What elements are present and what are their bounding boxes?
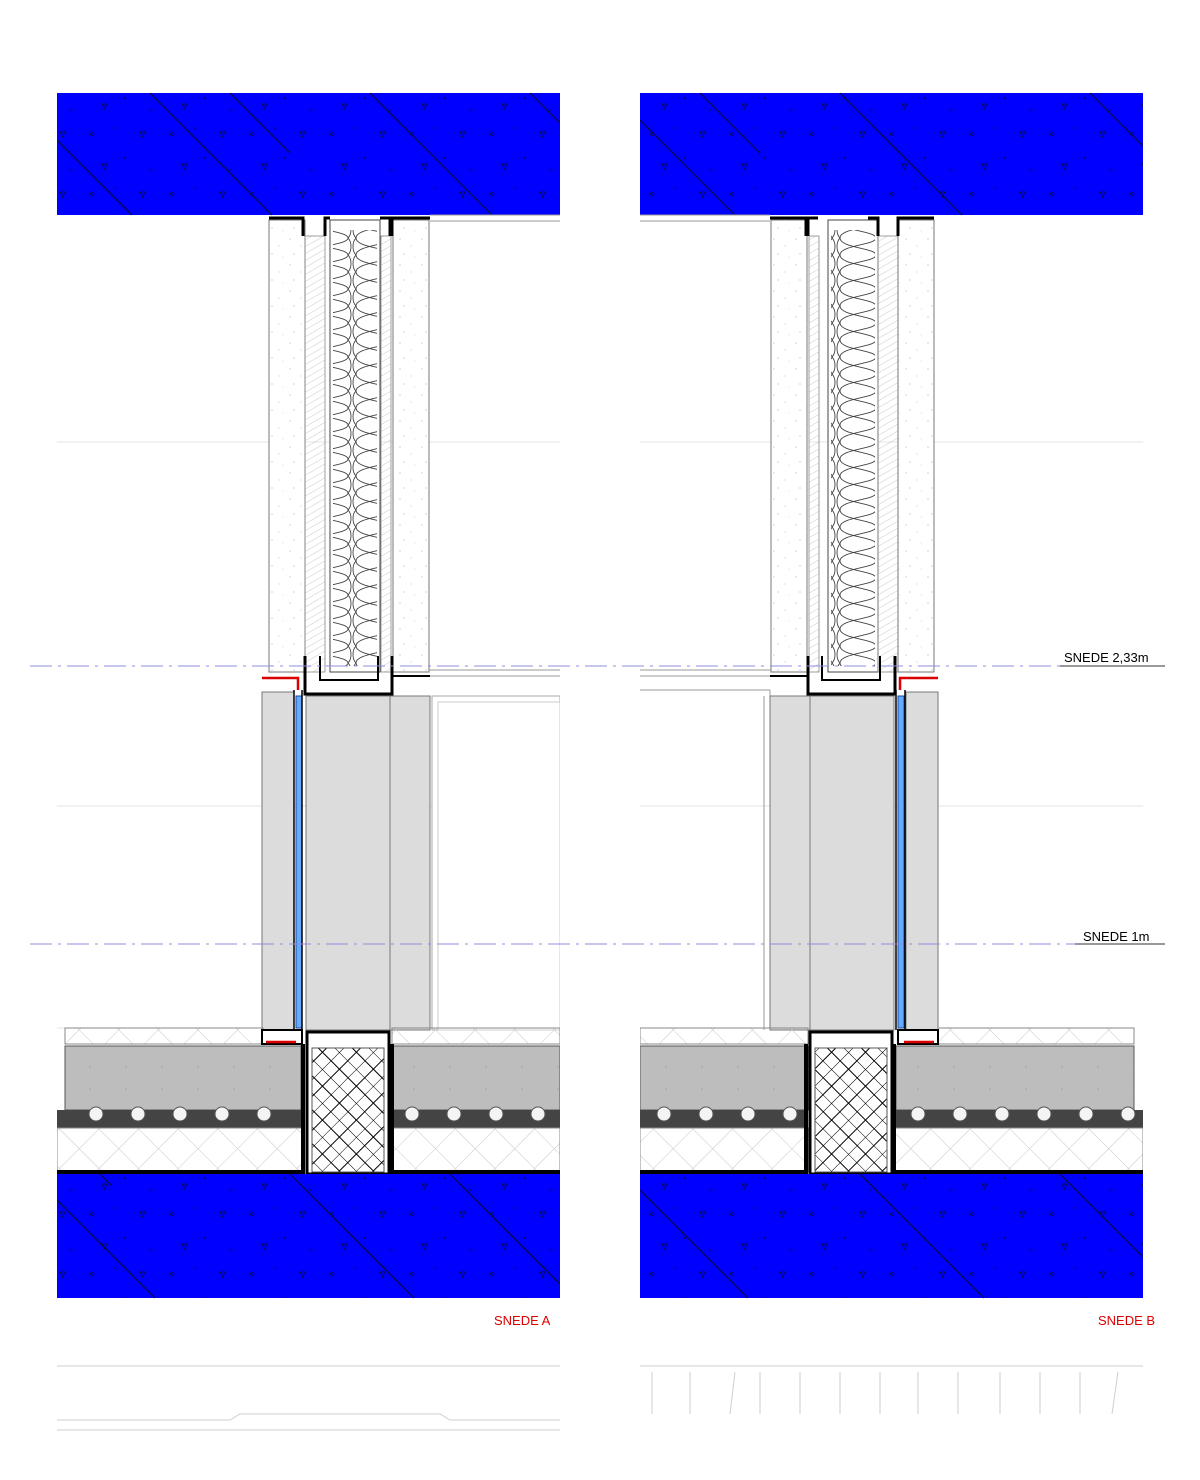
lower-wall-panel-a: [261, 690, 560, 1031]
section-lines: [30, 665, 1165, 945]
lower-wall-panel-b: [769, 690, 939, 1031]
floor-build-up-a: [57, 1027, 560, 1176]
section-a-title: SNEDE A: [494, 1313, 551, 1328]
transom-frame-a: [262, 656, 430, 696]
reference-lines: [57, 441, 1143, 1029]
section-b-detail: [640, 92, 1143, 1415]
section-label-233m: SNEDE 2,33m: [1064, 650, 1149, 665]
section-b-title: SNEDE B: [1098, 1313, 1155, 1328]
bottom-concrete-slab-b: [640, 1173, 1143, 1299]
upper-wall-panel-a: [268, 216, 430, 673]
label-leader-lines: [1060, 665, 1165, 945]
section-label-1m: SNEDE 1m: [1083, 929, 1149, 944]
section-a-detail: [57, 92, 560, 1431]
top-concrete-slab-a: [57, 92, 560, 216]
top-concrete-slab-b: [640, 92, 1143, 216]
transom-frame-b: [770, 656, 938, 696]
base-profile-b: [640, 1365, 1143, 1415]
bottom-concrete-slab-a: [57, 1173, 560, 1299]
floor-build-up-b: [640, 1027, 1143, 1176]
base-profile-a: [57, 1365, 560, 1431]
upper-wall-panel-b: [770, 216, 935, 673]
